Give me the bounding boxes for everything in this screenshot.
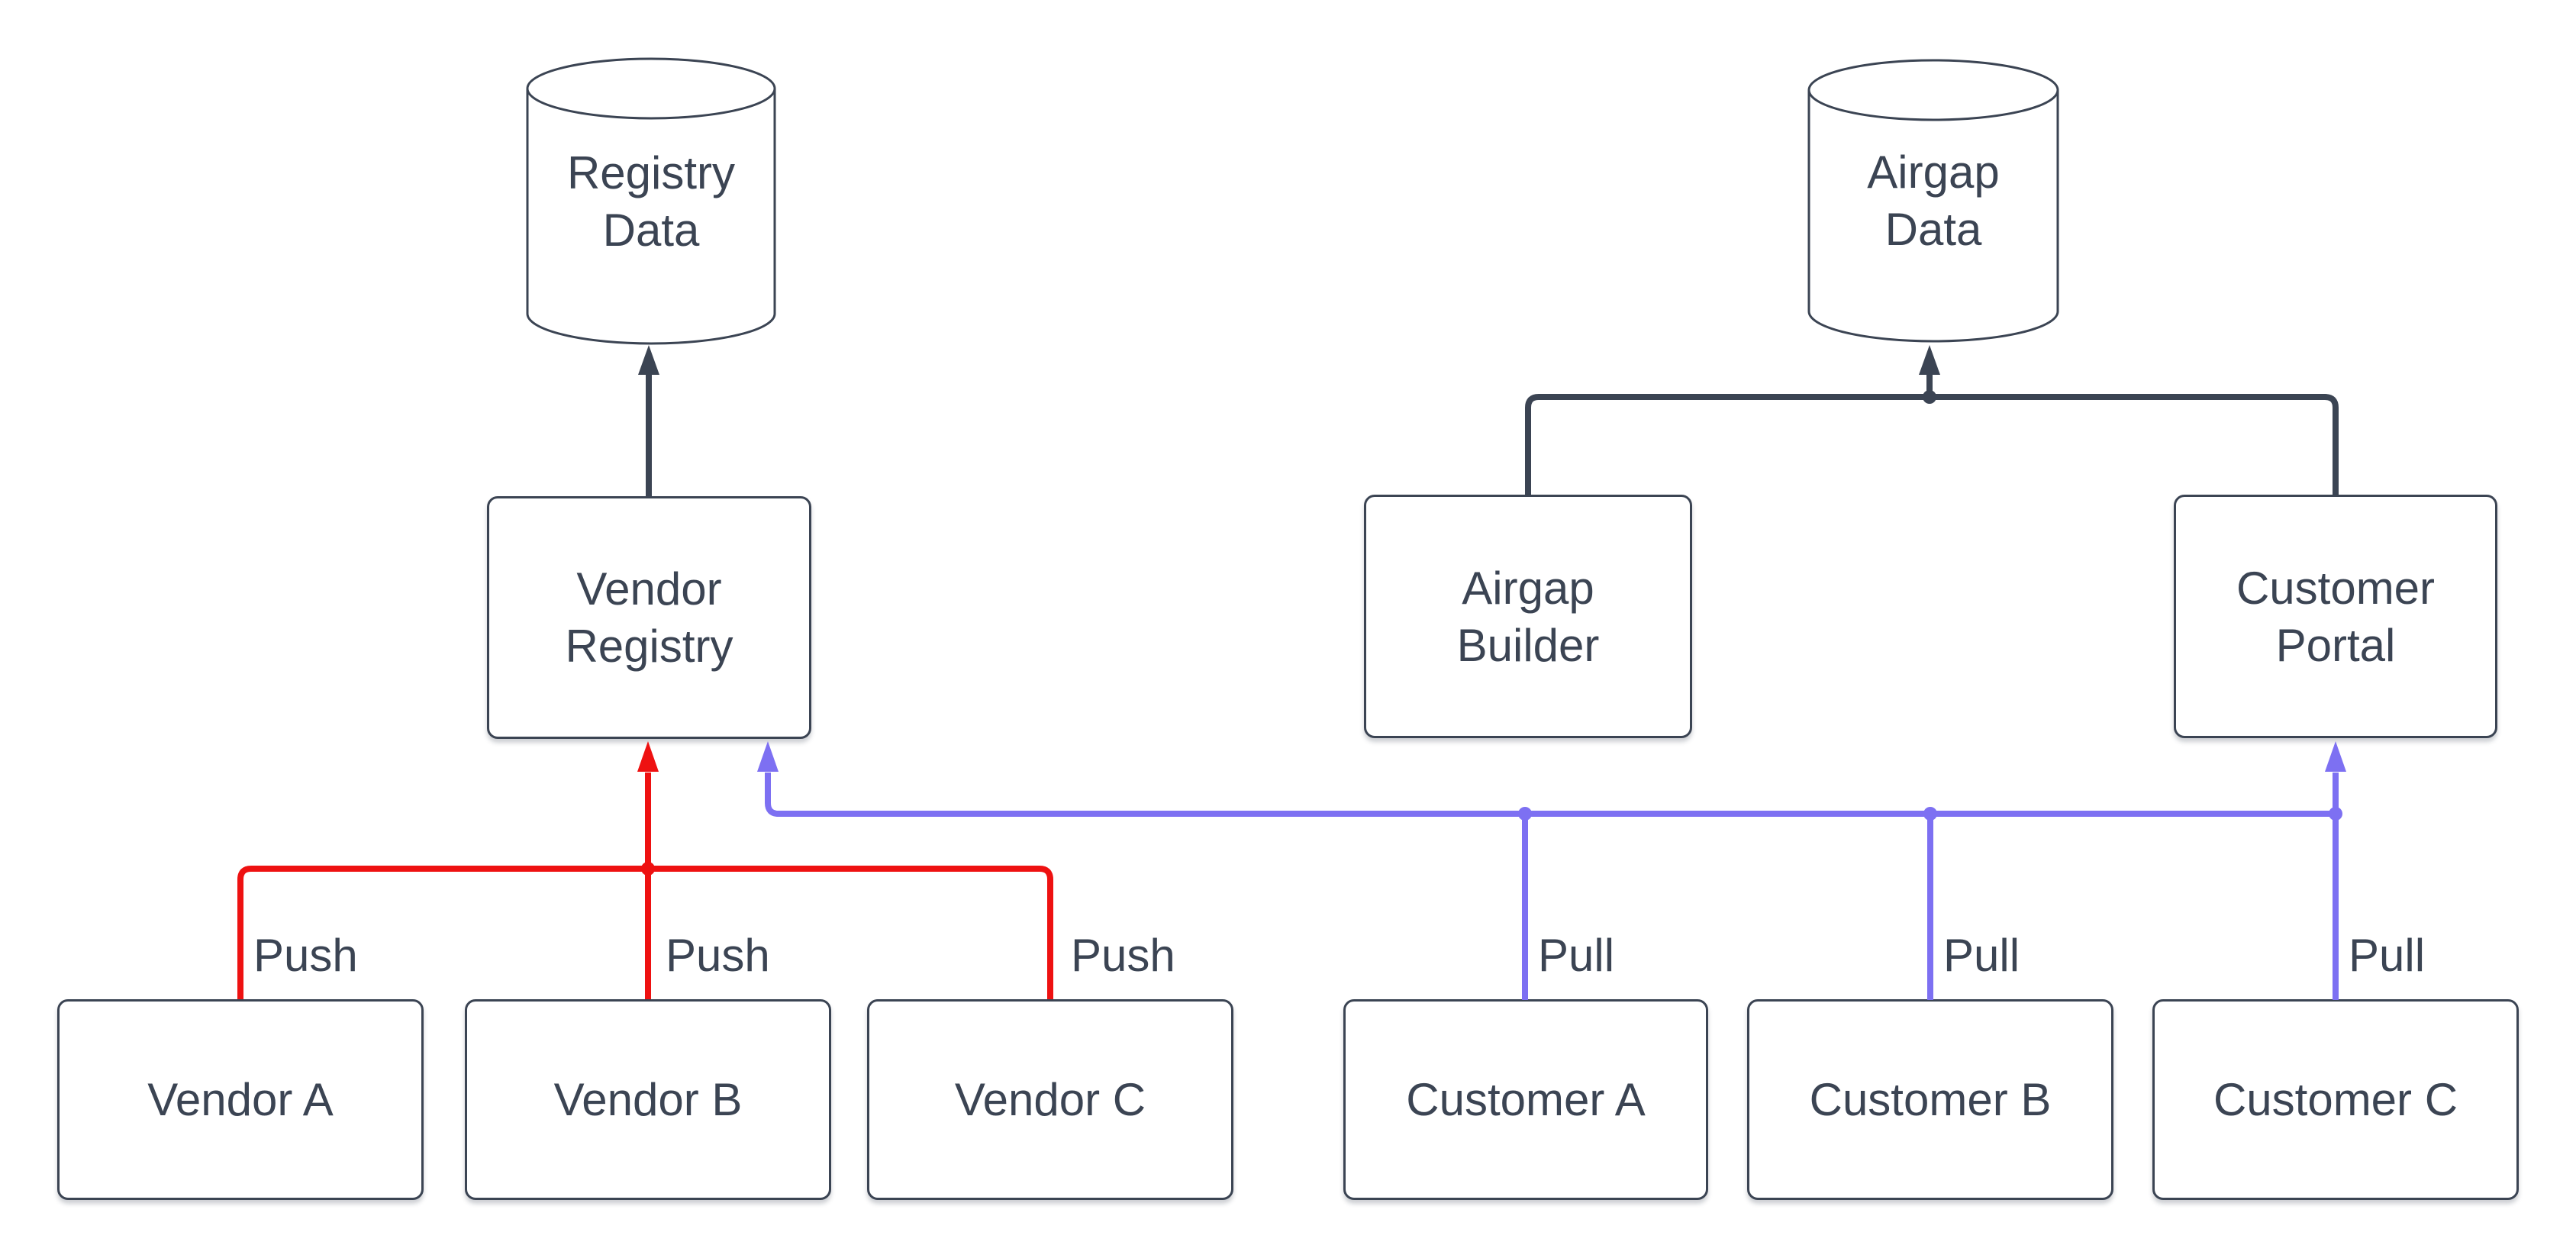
node-customer-portal-label: Customer Portal: [2236, 562, 2436, 671]
node-registry-data: Registry Data: [527, 59, 775, 344]
edge-label-push-vendor-a: Push: [253, 930, 358, 981]
node-customer-a-label: Customer A: [1406, 1074, 1646, 1125]
node-customer-b-label: Customer B: [1809, 1074, 2052, 1125]
node-vendor-registry: Vendor Registry: [487, 496, 811, 739]
edge-label-pull-customer-c: Pull: [2349, 930, 2426, 981]
edge-label-pull-customer-b: Pull: [1943, 930, 2020, 981]
airgap-data-cylinder-rim: [1807, 89, 2059, 121]
node-vendor-registry-label: Vendor Registry: [565, 563, 733, 672]
node-registry-data-label: Registry Data: [566, 147, 736, 256]
node-vendor-b-label: Vendor B: [553, 1074, 743, 1125]
arrowhead-up-icon: [1919, 345, 1940, 375]
node-airgap-data-shape: [1807, 59, 2059, 343]
node-customer-b: Customer B: [1747, 999, 2113, 1200]
node-vendor-c-label: Vendor C: [954, 1074, 1146, 1125]
edge-label-push-vendor-c: Push: [1071, 930, 1175, 981]
node-airgap-data-label: Airgap Data: [1867, 147, 2000, 255]
registry-data-cylinder-body: [526, 57, 776, 345]
edge-line: [237, 866, 1053, 999]
arrowhead-up-icon: [2325, 741, 2346, 772]
edge-vendors-push: [237, 741, 1053, 999]
edge-junction: [1923, 390, 1936, 404]
node-vendor-a: Vendor A: [57, 999, 424, 1200]
arrowhead-up-icon: [638, 345, 659, 375]
arrowhead-up-icon: [757, 741, 779, 772]
registry-data-cylinder-rim: [526, 88, 776, 120]
node-airgap-builder: Airgap Builder: [1364, 495, 1692, 738]
airgap-data-cylinder-body: [1807, 59, 2059, 343]
edge-junction: [2329, 807, 2342, 821]
edge-junction: [1923, 807, 1937, 821]
edge-junction: [641, 862, 655, 876]
node-customer-c-label: Customer C: [2213, 1074, 2458, 1125]
node-registry-data-shape: [526, 57, 776, 345]
edge-vendor-registry-to-registry-data: [638, 345, 659, 498]
edge-label-push-vendor-b: Push: [666, 930, 770, 981]
node-vendor-c: Vendor C: [867, 999, 1233, 1200]
node-airgap-data: Airgap Data: [1809, 60, 2058, 341]
arrowhead-up-icon: [637, 741, 659, 772]
node-customer-a: Customer A: [1343, 999, 1708, 1200]
edge-junction: [1518, 807, 1532, 821]
node-customer-c: Customer C: [2152, 999, 2519, 1200]
edge-line: [1525, 394, 2339, 496]
node-customer-portal: Customer Portal: [2174, 495, 2497, 738]
node-vendor-b: Vendor B: [465, 999, 831, 1200]
node-airgap-builder-label: Airgap Builder: [1456, 562, 1600, 671]
node-vendor-a-label: Vendor A: [147, 1074, 334, 1125]
edge-label-pull-customer-a: Pull: [1538, 930, 1615, 981]
edge-line: [765, 773, 2336, 817]
edge-builder-portal-to-airgap-data: [1525, 345, 2339, 496]
